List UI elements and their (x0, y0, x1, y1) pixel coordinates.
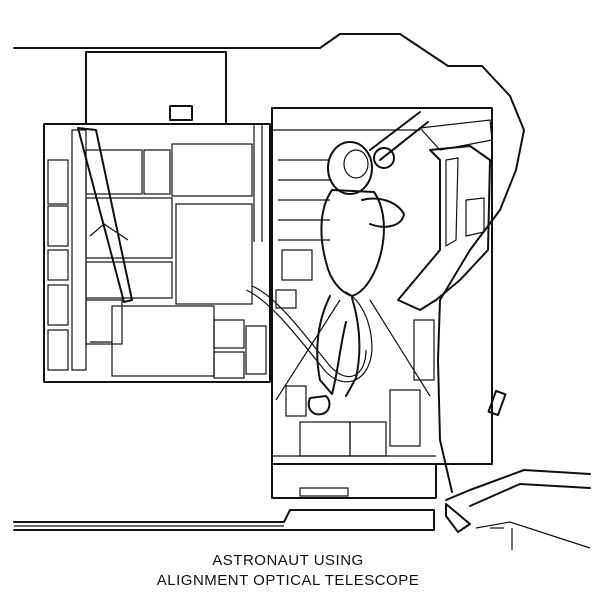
figure-caption-line-1: ASTRONAUT USING (212, 552, 364, 569)
astronaut-figure (245, 141, 405, 416)
hull-corner-inner (469, 483, 591, 507)
hull-corner-latch (445, 503, 471, 533)
hull-outline (13, 33, 525, 493)
lower-cockpit-tray (271, 463, 437, 499)
astronaut-visor (343, 149, 369, 179)
cockpit-frame (271, 107, 493, 465)
hatch-outline (418, 119, 493, 151)
astronaut-legs (316, 295, 361, 397)
astronaut-arm (361, 197, 405, 228)
instrument-panel-detail (445, 157, 485, 248)
astronaut-torso (320, 189, 385, 297)
upper-compartment (85, 51, 227, 125)
right-instrument-panel (397, 145, 491, 311)
cockpit-strut-left (275, 299, 341, 401)
lower-tray-slot (299, 487, 349, 497)
hull-fitting (487, 389, 507, 417)
left-bay-strut (77, 127, 133, 303)
astronaut-boot (307, 395, 331, 416)
umbilical-hose-2 (251, 285, 367, 378)
left-equipment-bay (43, 123, 271, 383)
hull-corner-rim (475, 521, 591, 549)
strut-bracket (89, 223, 129, 241)
umbilical-hose (245, 289, 373, 383)
left-bay-panels (47, 124, 267, 379)
astronaut-helmet (327, 141, 373, 195)
figure-caption-line-2: ALIGNMENT OPTICAL TELESCOPE (156, 572, 420, 589)
upper-latch (169, 105, 193, 121)
hull-corner (445, 469, 591, 501)
cockpit-strut-right (369, 299, 431, 397)
cockpit-panels (272, 129, 436, 457)
telescope-eyepiece (373, 147, 395, 169)
telescope-tube (369, 111, 429, 161)
floor-strip (13, 509, 435, 531)
